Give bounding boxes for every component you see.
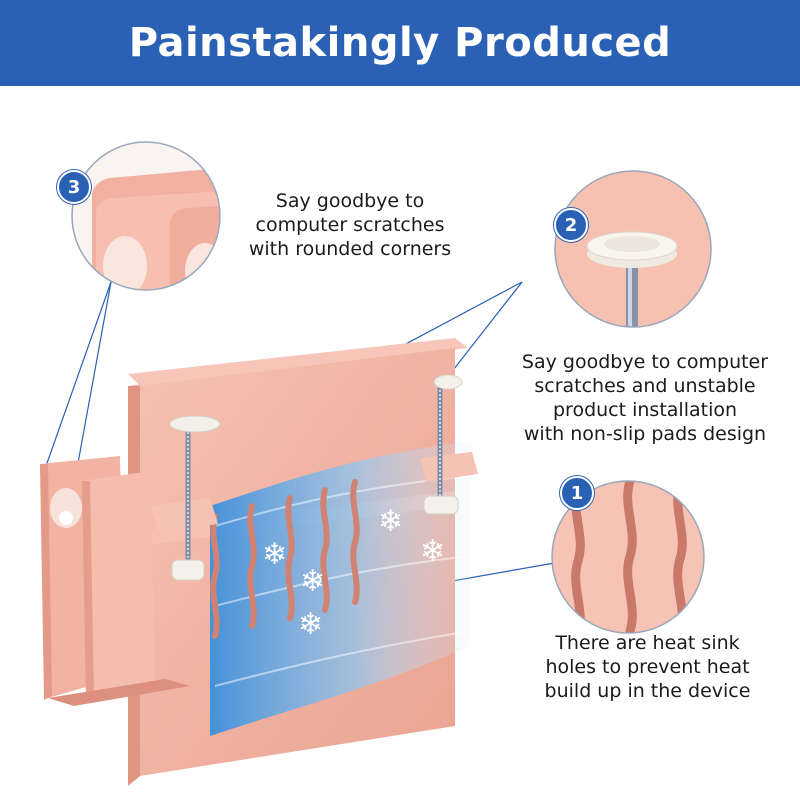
- product-illustration: ❄ ❄ ❄ ❄ ❄: [40, 141, 712, 786]
- caption-line: scratches and unstable: [534, 375, 756, 397]
- caption-line: computer scratches: [255, 214, 445, 236]
- svg-text:❄: ❄: [420, 534, 445, 569]
- zoom-circle-rounded-corners: [71, 141, 221, 291]
- caption-line: Say goodbye to computer: [521, 351, 769, 373]
- clamp-right: [420, 374, 478, 515]
- caption-heat-sink-holes: There are heat sink holes to prevent hea…: [505, 631, 790, 703]
- zoom-circle-non-slip-pad: [554, 170, 712, 328]
- heat-sink-slots: [210, 479, 360, 639]
- clamp-left: [150, 415, 221, 581]
- snowflake-icons: ❄ ❄ ❄ ❄ ❄: [262, 504, 445, 642]
- svg-text:❄: ❄: [262, 537, 287, 572]
- callout-number-1-badge: 1: [560, 476, 594, 510]
- caption-non-slip-pads: Say goodbye to computer scratches and un…: [490, 350, 800, 446]
- caption-line: Say goodbye to: [275, 190, 425, 212]
- svg-text:❄: ❄: [378, 504, 403, 539]
- callout-number-2-badge: 2: [554, 208, 588, 242]
- product-scene: ❄ ❄ ❄ ❄ ❄: [0, 86, 800, 800]
- airflow-wave: [210, 441, 471, 736]
- svg-text:❄: ❄: [298, 607, 323, 642]
- caption-line: holes to prevent heat: [545, 656, 750, 678]
- caption-line: with non-slip pads design: [523, 423, 767, 445]
- caption-rounded-corners: Say goodbye to computer scratches with r…: [205, 189, 495, 261]
- caption-line: build up in the device: [544, 680, 751, 702]
- caption-line: There are heat sink: [555, 632, 740, 654]
- page-title: Painstakingly Produced: [128, 20, 672, 66]
- caption-line: with rounded corners: [248, 238, 452, 260]
- title-banner: Painstakingly Produced: [0, 0, 800, 86]
- svg-text:❄: ❄: [300, 564, 325, 599]
- front-compartments: [40, 456, 190, 706]
- caption-line: product installation: [552, 399, 738, 421]
- callout-number-3-badge: 3: [57, 170, 91, 204]
